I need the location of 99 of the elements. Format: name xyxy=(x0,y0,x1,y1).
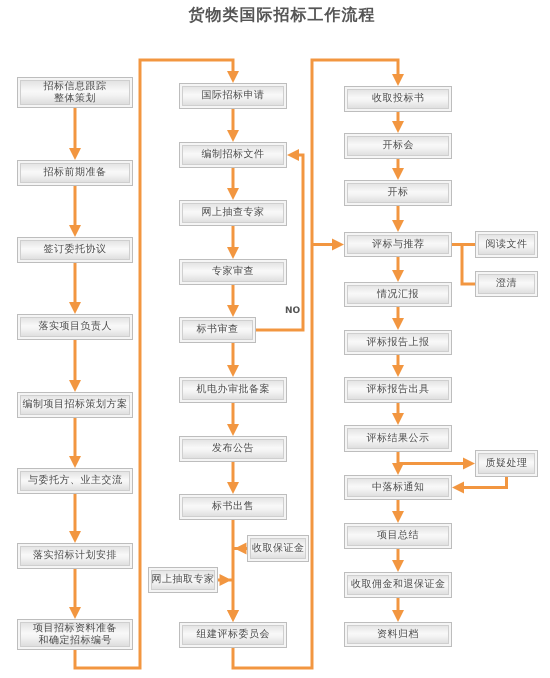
process-box xyxy=(17,619,133,650)
step-text: 阅读文件 xyxy=(486,238,528,250)
arrow xyxy=(392,549,404,572)
arrow xyxy=(69,263,81,314)
diagram-title: 货物类国际招标工作流程 xyxy=(188,5,376,26)
arrow xyxy=(227,343,239,377)
step-text: 机电办审批备案 xyxy=(196,384,270,396)
step-text: 招标前期准备 xyxy=(44,167,106,179)
process-box xyxy=(344,377,452,403)
arrow xyxy=(227,285,239,317)
step-text: 项目总结 xyxy=(377,530,419,542)
process-box xyxy=(17,543,133,569)
step-text: 质疑处理 xyxy=(486,458,528,470)
arrow xyxy=(392,355,404,377)
arrow xyxy=(232,238,344,670)
process-box xyxy=(179,142,287,168)
process-box xyxy=(179,377,287,403)
process-box xyxy=(17,237,133,263)
step-text: 落实招标计划安排 xyxy=(33,550,117,562)
step-text: 标书出售 xyxy=(212,501,254,513)
step-text: 收取佣金和退保证金 xyxy=(350,579,446,591)
arrow xyxy=(74,58,239,670)
step-text: 评标与推荐 xyxy=(372,238,424,250)
arrow xyxy=(218,574,239,622)
step-text: 国际招标申请 xyxy=(202,90,264,102)
arrow xyxy=(452,477,508,494)
step-text: 招标信息跟踪整体策划 xyxy=(42,80,108,104)
arrow xyxy=(69,494,81,543)
arrow xyxy=(69,418,81,468)
step-text: 开标 xyxy=(388,187,408,199)
step-text: 落实项目负责人 xyxy=(38,321,112,333)
process-box xyxy=(17,392,133,418)
arrow xyxy=(227,109,239,142)
process-box xyxy=(475,271,538,297)
arrow xyxy=(69,186,81,237)
process-box xyxy=(179,259,287,285)
step-text: 签订委托协议 xyxy=(44,244,106,256)
process-box xyxy=(344,232,452,257)
process-box xyxy=(17,468,133,494)
process-box xyxy=(179,436,287,462)
step-text: 评标结果公示 xyxy=(366,432,430,444)
process-box xyxy=(344,86,452,112)
step-text: 编制项目招标策划方案 xyxy=(22,399,128,411)
process-box xyxy=(475,231,538,258)
step-text: 澄清 xyxy=(496,278,517,290)
process-box xyxy=(17,77,133,108)
process-box xyxy=(344,475,452,500)
step-text: 与委托方、业主交流 xyxy=(28,475,122,487)
arrow xyxy=(392,500,404,523)
process-box xyxy=(344,180,452,206)
process-box xyxy=(344,330,452,355)
process-box xyxy=(344,622,452,647)
arrow xyxy=(69,340,81,392)
step-text: 评标报告出具 xyxy=(366,384,430,396)
process-box xyxy=(344,425,452,452)
arrow xyxy=(392,257,404,282)
arrow xyxy=(227,168,239,200)
step-text: 中落标通知 xyxy=(372,482,424,494)
arrow xyxy=(392,112,404,133)
step-text: 组建评标委员会 xyxy=(196,629,270,641)
connector-line xyxy=(452,243,475,286)
arrow xyxy=(392,598,404,622)
process-box xyxy=(148,567,218,593)
process-box xyxy=(344,133,452,159)
process-box xyxy=(179,622,287,648)
process-box xyxy=(247,535,309,562)
step-text: 网上抽取专家 xyxy=(152,574,214,586)
step-text: 收取投标书 xyxy=(372,93,424,105)
step-text: 发布公告 xyxy=(212,443,254,455)
arrow xyxy=(227,403,239,436)
arrow xyxy=(392,206,404,232)
process-box xyxy=(475,450,538,477)
arrow xyxy=(392,159,404,180)
process-box xyxy=(17,160,133,186)
arrow xyxy=(69,569,81,619)
step-text: 评标报告上报 xyxy=(366,336,430,348)
process-box xyxy=(17,314,133,340)
process-box xyxy=(179,200,287,226)
process-box xyxy=(344,282,452,307)
process-box xyxy=(344,523,452,549)
step-text: 开标会 xyxy=(382,140,414,152)
process-box xyxy=(179,83,287,109)
arrow xyxy=(69,108,81,160)
arrow xyxy=(392,307,404,330)
process-box xyxy=(179,317,256,343)
step-text: 编制招标文件 xyxy=(202,149,264,161)
step-text: 收取保证金 xyxy=(252,542,304,554)
step-text: 专家审查 xyxy=(212,266,254,278)
step-text: 项目招标资料准备和确定招标编号 xyxy=(32,622,118,646)
arrow xyxy=(392,403,404,425)
process-box xyxy=(344,572,452,598)
process-box xyxy=(179,494,287,520)
step-text: 资料归档 xyxy=(377,628,419,640)
step-text: 网上抽查专家 xyxy=(202,207,264,219)
arrow xyxy=(227,462,239,494)
arrow xyxy=(227,226,239,259)
arrow xyxy=(256,149,304,332)
step-text: 标书审查 xyxy=(196,324,238,336)
step-text: 情况汇报 xyxy=(377,288,419,300)
